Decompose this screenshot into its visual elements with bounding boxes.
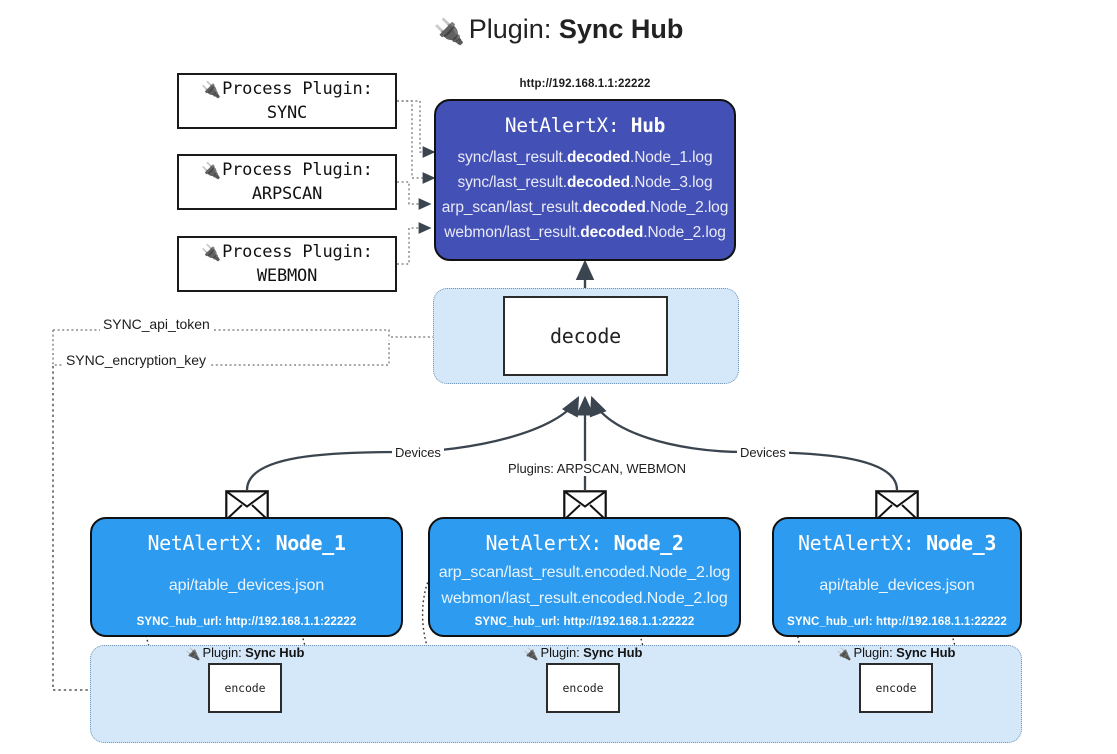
electric-plug-icon: 🔌 xyxy=(836,647,852,661)
node-1[interactable]: NetAlertX: Node_1 api/table_devices.json… xyxy=(90,517,403,637)
sync-encryption-key-label: SYNC_encryption_key xyxy=(63,352,209,368)
process-plugin-sync[interactable]: 🔌Process Plugin: SYNC xyxy=(177,73,397,129)
plugins-label-center: Plugins: ARPSCAN, WEBMON xyxy=(505,461,689,476)
process-plugin-sync-line1: 🔌Process Plugin: xyxy=(201,78,373,99)
process-plugin-sync-line2: SYNC xyxy=(266,103,308,124)
sync-api-token-label: SYNC_api_token xyxy=(100,316,213,332)
node-3-encode-box[interactable]: encode xyxy=(859,663,933,713)
node-2-hub-url: SYNC_hub_url: http://192.168.1.1:22222 xyxy=(474,616,695,628)
node-2-data-line: webmon/last_result.encoded.Node_2.log xyxy=(441,589,728,607)
node-2[interactable]: NetAlertX: Node_2 arp_scan/last_result.e… xyxy=(428,517,741,637)
devices-label-left: Devices xyxy=(392,445,444,460)
electric-plug-icon: 🔌 xyxy=(185,647,201,661)
process-plugin-arpscan-line2: ARPSCAN xyxy=(251,184,323,205)
decode-box[interactable]: decode xyxy=(503,296,668,376)
process-plugin-arpscan[interactable]: 🔌Process Plugin: ARPSCAN xyxy=(177,154,397,210)
node-2-encode-box[interactable]: encode xyxy=(546,663,620,713)
electric-plug-icon: 🔌 xyxy=(523,647,539,661)
node-2-body: arp_scan/last_result.encoded.Node_2.log … xyxy=(430,555,739,616)
hub-log-line: sync/last_result.decoded.Node_1.log xyxy=(457,149,713,166)
page-title: 🔌Plugin: Sync Hub xyxy=(0,14,1117,47)
envelope-icon-node-3 xyxy=(875,490,919,526)
hub-log-line: sync/last_result.decoded.Node_3.log xyxy=(457,174,713,192)
page-title-name: Sync Hub xyxy=(558,14,684,44)
hub-url-label: http://192.168.1.1:22222 xyxy=(519,78,651,90)
hub-header: NetAlertX: Hub xyxy=(504,114,666,137)
node-1-data-line: api/table_devices.json xyxy=(168,576,325,594)
node-2-plugin-caption: 🔌Plugin: Sync Hub xyxy=(523,645,643,661)
node-3[interactable]: NetAlertX: Node_3 api/table_devices.json… xyxy=(772,517,1022,637)
process-plugin-arpscan-line1: 🔌Process Plugin: xyxy=(201,159,373,180)
page-title-prefix: Plugin: xyxy=(468,14,552,44)
hub-node[interactable]: NetAlertX: Hub sync/last_result.decoded.… xyxy=(434,99,736,261)
devices-label-right: Devices xyxy=(737,445,789,460)
node-3-data-line: api/table_devices.json xyxy=(819,576,975,594)
electric-plug-icon: 🔌 xyxy=(433,18,465,46)
process-plugin-webmon-line1: 🔌Process Plugin: xyxy=(201,241,373,262)
node-3-body: api/table_devices.json xyxy=(774,555,1020,616)
hub-log-line: arp_scan/last_result.decoded.Node_2.log xyxy=(441,199,729,217)
electric-plug-icon: 🔌 xyxy=(201,160,222,180)
node-1-body: api/table_devices.json xyxy=(92,555,401,616)
process-plugin-webmon-line2: WEBMON xyxy=(256,266,318,287)
node-2-header: NetAlertX: Node_2 xyxy=(485,531,684,555)
process-plugin-webmon[interactable]: 🔌Process Plugin: WEBMON xyxy=(177,236,397,292)
node-1-plugin-caption: 🔌Plugin: Sync Hub xyxy=(185,645,305,661)
node-2-data-line: arp_scan/last_result.encoded.Node_2.log xyxy=(438,564,731,582)
node-3-header: NetAlertX: Node_3 xyxy=(798,531,996,555)
node-1-header: NetAlertX: Node_1 xyxy=(147,531,346,555)
node-3-plugin-caption: 🔌Plugin: Sync Hub xyxy=(836,645,956,661)
hub-log-line: webmon/last_result.decoded.Node_2.log xyxy=(444,224,726,242)
node-1-encode-box[interactable]: encode xyxy=(208,663,282,713)
electric-plug-icon: 🔌 xyxy=(201,79,222,99)
node-1-hub-url: SYNC_hub_url: http://192.168.1.1:22222 xyxy=(136,616,357,628)
electric-plug-icon: 🔌 xyxy=(201,242,222,262)
node-3-hub-url: SYNC_hub_url: http://192.168.1.1:22222 xyxy=(787,616,1007,628)
